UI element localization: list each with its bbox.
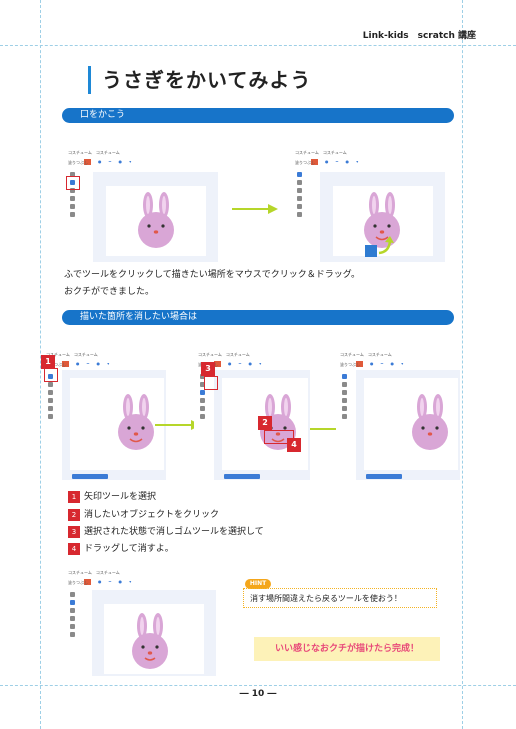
- arrow-right-icon: [232, 204, 278, 214]
- save-button[interactable]: [72, 474, 108, 479]
- save-button[interactable]: [366, 474, 402, 479]
- section-header-mouth: 口をかこう: [62, 108, 454, 123]
- instruction-line-2: おクチができました。: [64, 287, 155, 297]
- guide-line: [462, 0, 463, 729]
- rabbit-image: [132, 613, 168, 669]
- instruction-line-1: ふでツールをクリックして描きたい場所をマウスでクリック＆ドラッグ。: [64, 270, 361, 280]
- pen-tool-highlight: [66, 176, 80, 190]
- page-title: うさぎをかいてみよう: [102, 68, 312, 92]
- marker-2: 2: [258, 416, 272, 430]
- select-tool-highlight: [44, 368, 58, 382]
- rabbit-image: [118, 394, 154, 450]
- guide-line: [40, 0, 41, 729]
- completion-message: いい感じなおクチが描けたら完成！: [254, 637, 440, 661]
- page-number: ― 10 ―: [239, 689, 277, 699]
- guide-line: [0, 685, 516, 686]
- selected-mouth-highlight: [264, 430, 294, 444]
- marker-1: 1: [41, 355, 55, 369]
- screenshot-final: コスチューム コスチューム塗りつぶし● ━ ● ▾: [64, 566, 216, 678]
- screenshot-draw-before: コスチューム コスチューム塗りつぶし● ━ ● ▾: [64, 146, 218, 263]
- pen-cursor-icon: [365, 245, 377, 257]
- screenshot-draw-after: コスチューム コスチューム塗りつぶし● ━ ● ▾: [291, 146, 445, 263]
- marker-4: 4: [287, 438, 301, 452]
- course-header: Link-kids scratch 講座: [362, 31, 476, 41]
- save-button[interactable]: [224, 474, 260, 479]
- marker-3: 3: [201, 362, 215, 376]
- screenshot-select-tool: コスチューム コスチューム塗りつぶし● ━ ● ▾: [42, 348, 166, 483]
- rabbit-image: [138, 192, 174, 248]
- hint-box: 消す場所間違えたら戻るツールを使おう！: [243, 588, 437, 608]
- eraser-tool-highlight: [204, 376, 218, 390]
- hint-tag: HINT: [245, 579, 271, 589]
- curve-arrow-icon: [378, 236, 394, 255]
- section-header-erase: 描いた箇所を消したい場合は: [62, 310, 454, 325]
- screenshot-erased: コスチューム コスチューム塗りつぶし● ━ ● ▾: [336, 348, 460, 483]
- guide-line: [0, 45, 516, 46]
- rabbit-image: [412, 394, 448, 450]
- title-accent-bar: [88, 66, 91, 94]
